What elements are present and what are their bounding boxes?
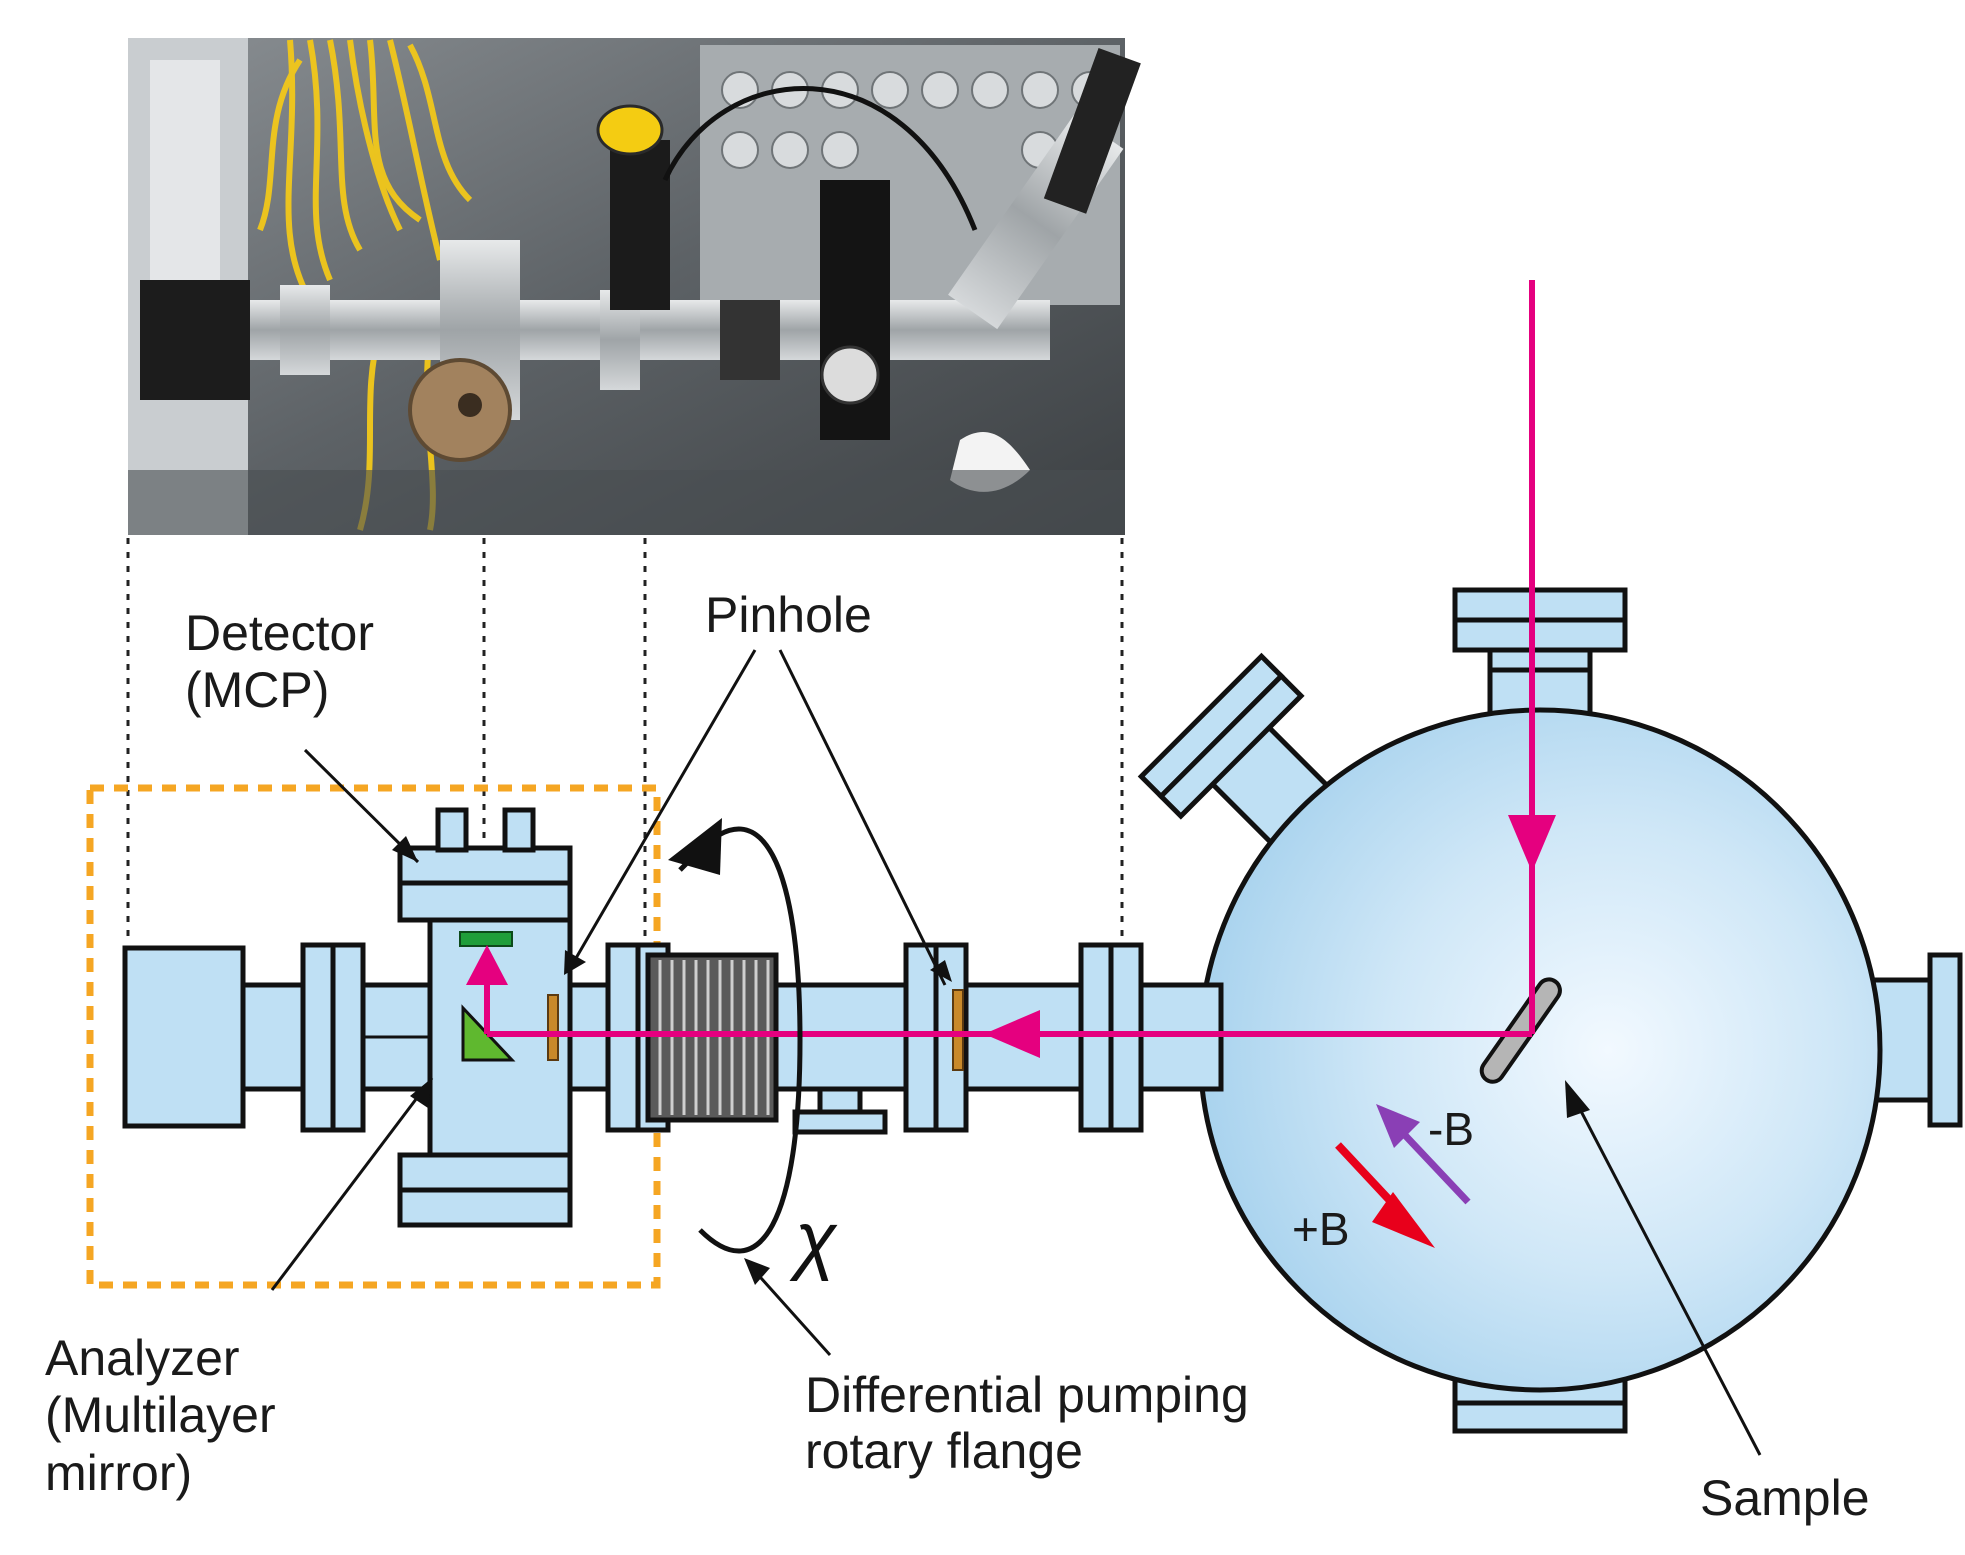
rotation-arrowhead [668,818,722,875]
plus-b-label: +B [1292,1203,1350,1255]
pinhole-2 [952,989,964,1071]
detector-mcp [459,931,513,947]
dpf-label-line2: rotary flange [805,1423,1083,1479]
photo-guide-lines [126,538,1124,985]
minus-b-arrow [1376,1104,1471,1205]
analyzer-region-box [86,784,661,1289]
pointer-arrowheads [392,836,1590,1285]
sample-chamber [1137,587,1963,1434]
chi-symbol: χ [789,1197,838,1282]
rotary-flange-bellows [645,952,779,1123]
detector-label-line2: (MCP) [185,662,329,718]
apparatus-photo [128,38,1141,535]
plus-b-arrow [1335,1142,1435,1248]
analyzer-label-line1: Analyzer [45,1330,240,1386]
pinhole-1 [547,994,559,1061]
minus-b-label: -B [1428,1103,1474,1155]
beam-arrowheads [466,815,1556,1058]
sample-label: Sample [1700,1470,1870,1526]
dpf-label-line1: Differential pumping [805,1367,1249,1423]
analyzer-label-line3: mirror) [45,1445,192,1501]
detector-label-line1: Detector [185,605,374,661]
pinhole-label: Pinhole [705,587,872,643]
analyzer-label-line2: (Multilayer [45,1387,276,1443]
beamline [122,807,1224,1228]
